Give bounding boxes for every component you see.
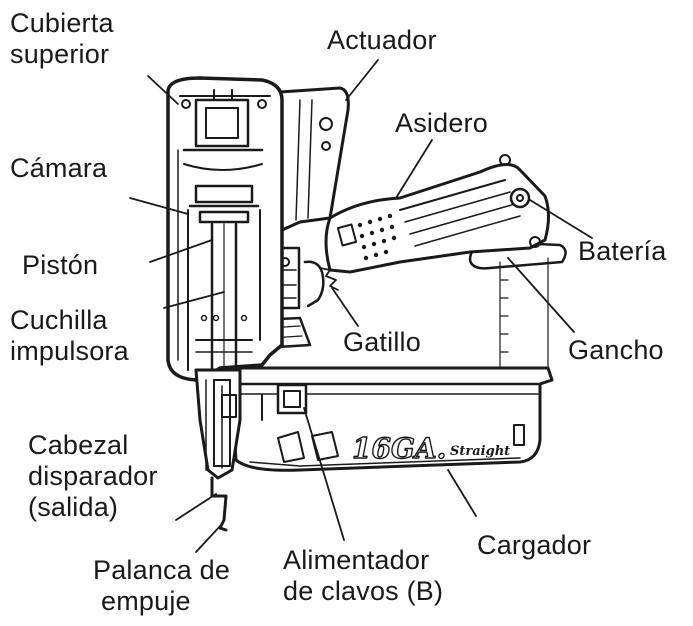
label-cuchilla-impulsora: Cuchilla impulsora	[10, 305, 129, 367]
label-cuchilla-impulsora-line-2: impulsora	[10, 336, 129, 366]
label-alimentador-de-clavos-line-2: de clavos (B)	[283, 576, 444, 606]
actuator-arm	[278, 86, 350, 232]
label-cubierta-superior-line-2: superior	[10, 39, 110, 69]
magazine-body: 16GA. Straight	[230, 366, 554, 472]
label-gatillo: Gatillo	[343, 327, 421, 358]
label-piston: Pistón	[22, 250, 98, 281]
label-gancho: Gancho	[568, 335, 664, 366]
label-palanca-de-empuje-line-1: Palanca de	[93, 555, 231, 585]
hook-and-guide	[468, 240, 567, 369]
label-gatillo-line-1: Gatillo	[343, 327, 421, 357]
label-bateria-line-1: Batería	[578, 236, 667, 266]
label-cabezal-disparador-line-2: disparador	[28, 461, 158, 491]
driver-head	[194, 368, 242, 480]
label-alimentador-de-clavos: Alimentador de clavos (B)	[283, 545, 443, 607]
label-cargador-line-1: Cargador	[477, 530, 592, 560]
label-cabezal-disparador-line-3: (salida)	[28, 492, 119, 522]
label-cargador: Cargador	[477, 530, 591, 561]
magazine-gauge-marking: 16GA.	[352, 432, 446, 465]
label-palanca-de-empuje-line-2: empuje	[101, 586, 191, 616]
nail-feeder	[261, 383, 308, 421]
label-cabezal-disparador: Cabezal disparador (salida)	[28, 430, 158, 523]
label-cuchilla-impulsora-line-1: Cuchilla	[10, 305, 108, 335]
label-gancho-line-1: Gancho	[568, 335, 664, 365]
label-camara-line-1: Cámara	[10, 153, 108, 183]
label-bateria: Batería	[578, 236, 666, 267]
label-alimentador-de-clavos-line-1: Alimentador	[283, 545, 430, 575]
leader-lines	[129, 59, 593, 553]
label-cubierta-superior-line-1: Cubierta	[10, 8, 114, 38]
label-palanca-de-empuje: Palanca de empuje	[93, 555, 230, 617]
label-cabezal-disparador-line-1: Cabezal	[28, 430, 129, 460]
label-cubierta-superior: Cubierta superior	[10, 8, 114, 70]
label-piston-line-1: Pistón	[22, 250, 99, 280]
push-lever	[210, 476, 228, 532]
label-actuador-line-1: Actuador	[327, 25, 437, 55]
label-asidero-line-1: Asidero	[395, 108, 488, 138]
label-asidero: Asidero	[395, 108, 488, 139]
main-housing	[166, 76, 284, 382]
label-actuador: Actuador	[327, 25, 437, 56]
label-camara: Cámara	[10, 153, 107, 184]
magazine-type-marking: Straight	[450, 444, 510, 459]
